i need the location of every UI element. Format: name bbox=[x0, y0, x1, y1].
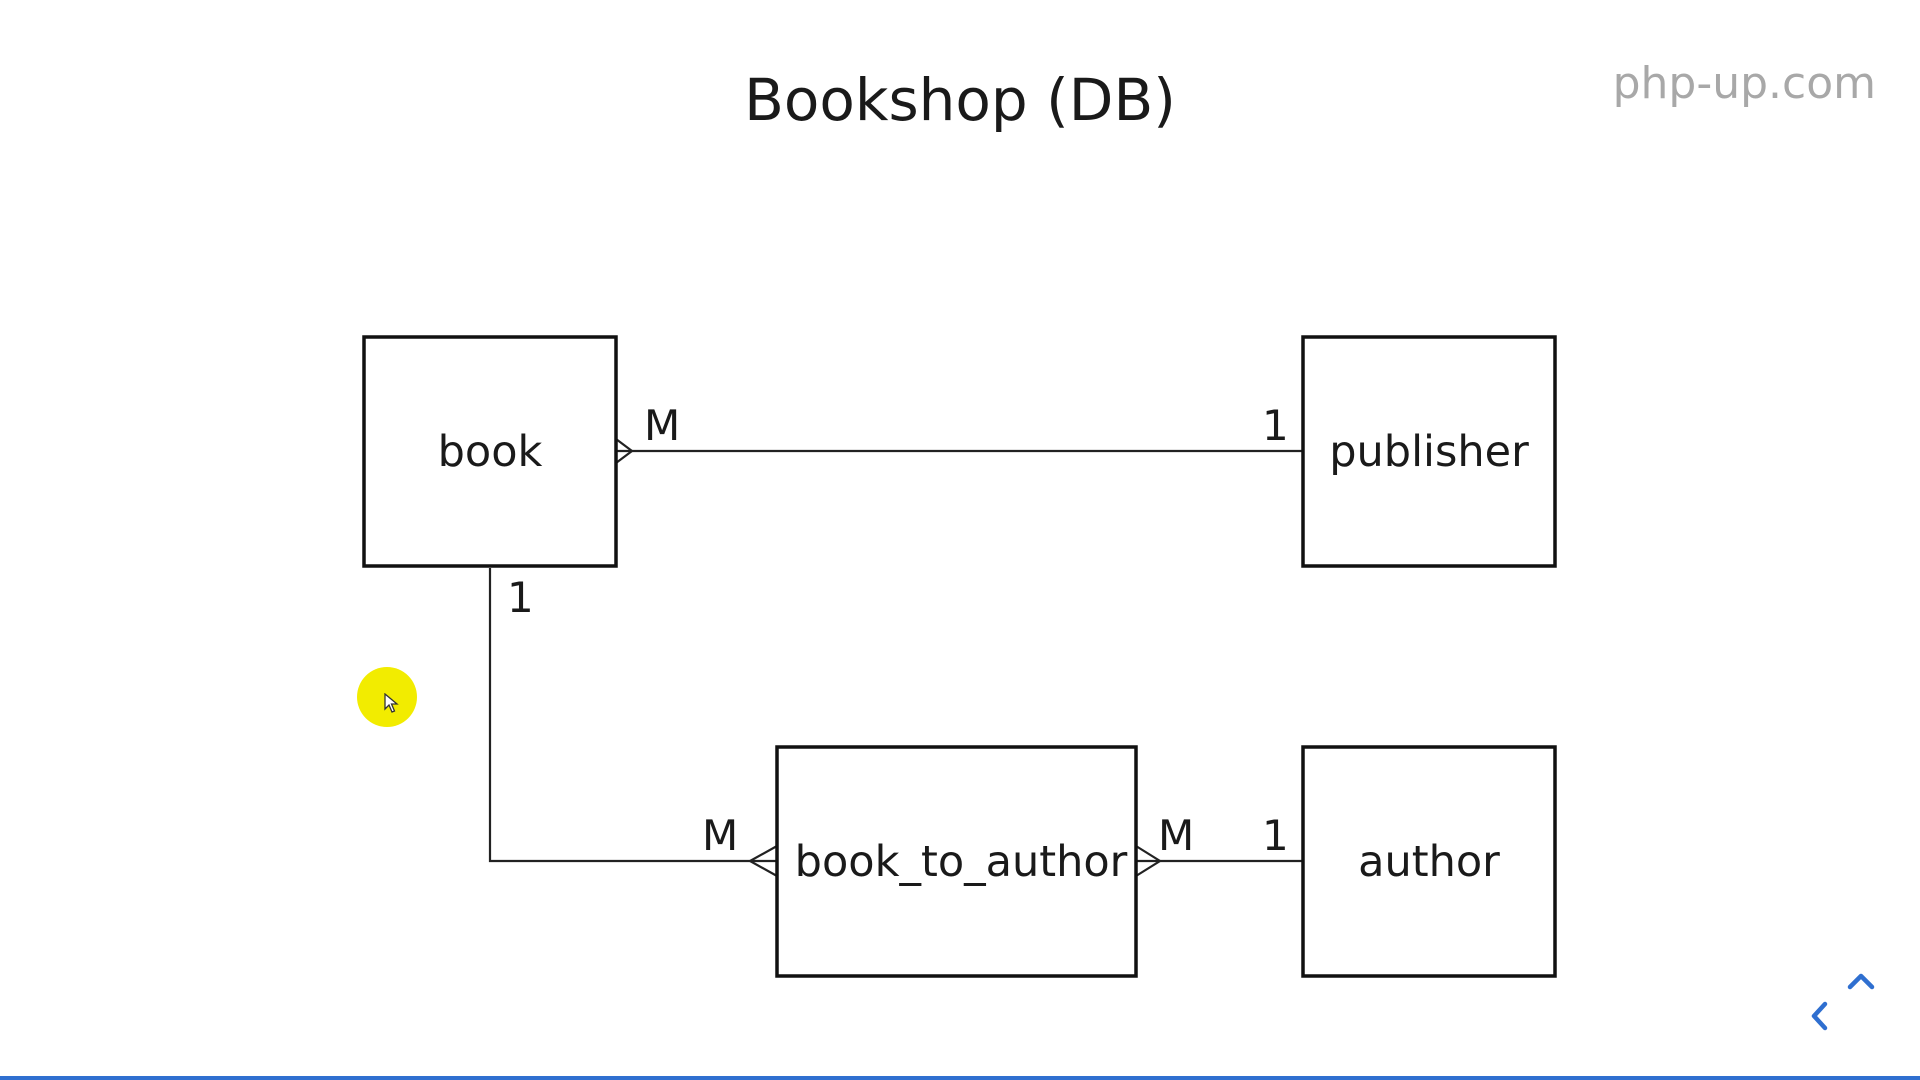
entity-book-label: book bbox=[438, 427, 543, 477]
crowfoot-book-to-author-right bbox=[1135, 845, 1163, 877]
nav-up-icon[interactable] bbox=[1847, 973, 1875, 990]
cardinality-book-book-to-author-book: 1 bbox=[507, 573, 534, 622]
cardinality-book-to-author-author-junction: M bbox=[1158, 811, 1194, 860]
watermark: php-up.com bbox=[1612, 58, 1876, 109]
entity-publisher-label: publisher bbox=[1329, 427, 1529, 477]
entity-author: author bbox=[1301, 745, 1557, 978]
nav-left-icon[interactable] bbox=[1811, 1001, 1828, 1031]
relationship-book-book-to-author bbox=[488, 568, 777, 863]
slide-title: Bookshop (DB) bbox=[744, 66, 1176, 134]
crowfoot-book-to-author-left bbox=[747, 845, 778, 877]
entity-book-to-author-label: book_to_author bbox=[795, 837, 1128, 887]
entity-author-label: author bbox=[1358, 837, 1500, 887]
slide-navigation-icon[interactable] bbox=[1805, 965, 1877, 1037]
cursor-arrow-icon bbox=[384, 693, 399, 713]
cardinality-book-publisher-publisher: 1 bbox=[1262, 401, 1289, 450]
entity-book: book bbox=[362, 335, 618, 568]
cardinality-book-to-author-author-author: 1 bbox=[1262, 811, 1289, 860]
progress-bar bbox=[0, 1076, 1920, 1080]
cardinality-book-publisher-book: M bbox=[644, 401, 680, 450]
crowfoot-book-side bbox=[615, 438, 634, 464]
entity-book-to-author: book_to_author bbox=[775, 745, 1138, 978]
cardinality-book-book-to-author-junction: M bbox=[702, 811, 738, 860]
entity-publisher: publisher bbox=[1301, 335, 1557, 568]
